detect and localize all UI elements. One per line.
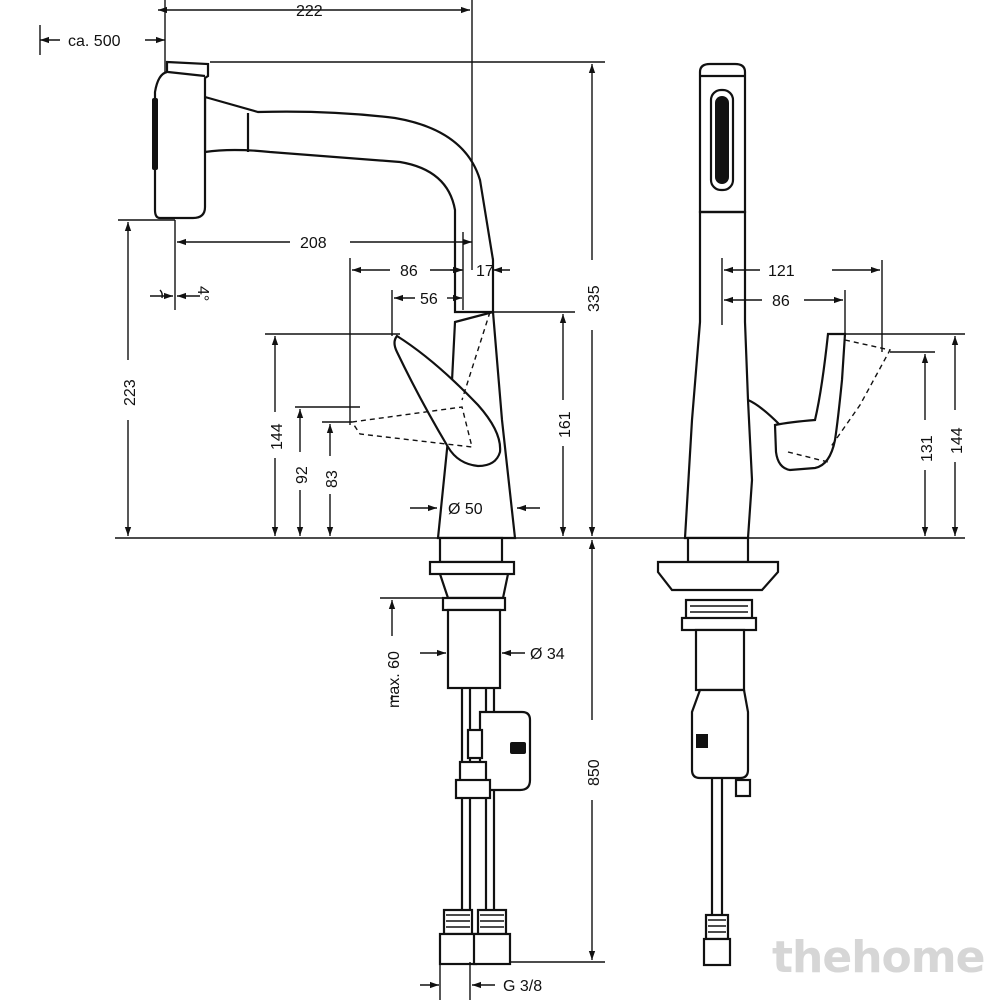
front-connection-box (690, 688, 750, 780)
side-spout (203, 95, 495, 314)
front-body (683, 210, 754, 540)
dim-144-left: 144 (269, 423, 286, 450)
dim-83: 83 (324, 470, 341, 488)
dim-222: 222 (296, 3, 323, 20)
dim-121: 121 (768, 263, 795, 280)
dim-850: 850 (586, 759, 603, 786)
front-view (656, 62, 892, 967)
dim-diameter-34: Ø 34 (530, 646, 565, 663)
dim-17: 17 (476, 263, 494, 280)
dim-ca-500: ca. 500 (68, 33, 121, 50)
side-spray-head (153, 60, 210, 220)
dim-161: 161 (557, 411, 574, 438)
side-mount-plate (428, 560, 516, 576)
side-spray-button (152, 98, 158, 170)
dim-92: 92 (294, 466, 311, 484)
front-mount-plate (656, 560, 780, 592)
dim-335: 335 (586, 285, 603, 312)
dim-131: 131 (919, 435, 936, 462)
dim-208: 208 (300, 235, 327, 252)
dim-223: 223 (122, 379, 139, 406)
dim-144-right: 144 (949, 427, 966, 454)
watermark-logo: thehome (772, 932, 984, 983)
side-lever (393, 334, 502, 468)
front-shank (694, 628, 746, 692)
side-view (152, 60, 532, 966)
dimension-lines (39, 6, 959, 989)
front-lever (773, 332, 847, 472)
dim-g-3-8: G 3/8 (503, 978, 542, 995)
dim-diameter-50: Ø 50 (448, 501, 483, 518)
dim-86-right: 86 (772, 293, 790, 310)
side-shank (446, 608, 502, 690)
dim-max-60: max. 60 (386, 651, 403, 708)
dim-4-degrees: 4° (194, 286, 211, 301)
dim-86-left: 86 (400, 263, 418, 280)
dimension-labels: 222 ca. 500 208 86 17 56 4° 335 223 144 … (68, 3, 966, 995)
side-connection-box (478, 710, 532, 792)
dim-56: 56 (420, 291, 438, 308)
